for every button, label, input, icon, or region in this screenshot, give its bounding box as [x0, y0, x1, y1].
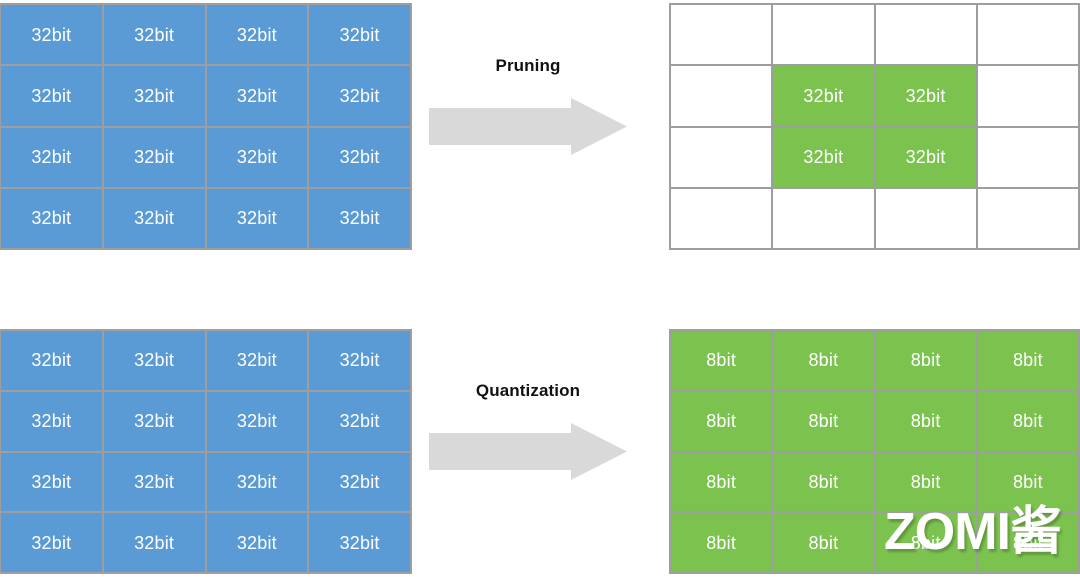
matrix-cell: 8bit [975, 511, 1080, 574]
matrix-cell: 32bit [204, 125, 310, 189]
quantization-flow: Quantization [413, 380, 643, 480]
matrix-cell [975, 3, 1080, 67]
matrix-cell: 32bit [204, 450, 310, 514]
matrix-cell: 8bit [669, 450, 774, 514]
matrix-cell: 32bit [0, 450, 104, 514]
matrix-cell [975, 186, 1080, 250]
matrix-cell [873, 3, 978, 67]
matrix-cell [873, 186, 978, 250]
matrix-cell: 8bit [873, 329, 978, 392]
matrix-cell: 32bit [307, 329, 412, 392]
matrix-cell: 32bit [0, 64, 104, 128]
matrix-cell: 8bit [771, 329, 876, 392]
matrix-cell: 8bit [771, 511, 876, 574]
matrix-cell: 8bit [669, 329, 774, 392]
matrix-cell: 32bit [0, 3, 104, 67]
matrix-cell: 32bit [204, 511, 310, 574]
matrix-cell: 8bit [669, 389, 774, 453]
matrix-cell [669, 64, 774, 128]
matrix-cell: 32bit [873, 125, 978, 189]
matrix-cell: 8bit [873, 450, 978, 514]
matrix-cell: 32bit [0, 186, 104, 250]
matrix-cell: 32bit [0, 329, 104, 392]
matrix-cell: 8bit [975, 450, 1080, 514]
matrix-cell: 32bit [204, 329, 310, 392]
matrix-cell: 32bit [101, 3, 207, 67]
matrix-cell: 32bit [204, 64, 310, 128]
matrix-cell: 32bit [101, 511, 207, 574]
matrix-cell: 32bit [307, 64, 412, 128]
matrix-cell: 8bit [873, 389, 978, 453]
matrix-cell: 32bit [0, 511, 104, 574]
matrix-cell [669, 3, 774, 67]
matrix-cell: 32bit [101, 186, 207, 250]
matrix-cell [975, 125, 1080, 189]
matrix-cell [975, 64, 1080, 128]
matrix-cell: 32bit [204, 3, 310, 67]
pruning-label: Pruning [495, 56, 561, 75]
matrix-cell: 8bit [873, 511, 978, 574]
matrix-cell: 8bit [771, 389, 876, 453]
matrix-cell: 32bit [307, 125, 412, 189]
matrix-cell [669, 186, 774, 250]
matrix-cell: 32bit [0, 125, 104, 189]
pruning-flow: Pruning [413, 55, 643, 155]
matrix-cell: 32bit [101, 450, 207, 514]
matrix-cell: 32bit [204, 389, 310, 453]
right-arrow-icon [429, 423, 627, 480]
matrix-cell: 8bit [975, 389, 1080, 453]
right-arrow-icon [429, 98, 627, 155]
matrix-cell [771, 186, 876, 250]
matrix-cell: 32bit [307, 511, 412, 574]
matrix-cell: 32bit [101, 125, 207, 189]
matrix-cell: 8bit [771, 450, 876, 514]
matrix-cell: 32bit [771, 64, 876, 128]
matrix-cell: 32bit [307, 450, 412, 514]
matrix-cell: 32bit [307, 389, 412, 453]
matrix-cell: 32bit [101, 329, 207, 392]
matrix-cell: 8bit [975, 329, 1080, 392]
matrix-cell: 32bit [771, 125, 876, 189]
matrix-cell [669, 125, 774, 189]
matrix-cell: 32bit [101, 64, 207, 128]
matrix-cell: 32bit [873, 64, 978, 128]
quantization-label: Quantization [475, 381, 581, 400]
matrix-cell: 8bit [669, 511, 774, 574]
matrix-cell: 32bit [0, 389, 104, 453]
matrix-cell: 32bit [307, 3, 412, 67]
matrix-cell: 32bit [307, 186, 412, 250]
matrix-cell: 32bit [204, 186, 310, 250]
matrix-cell: 32bit [101, 389, 207, 453]
matrix-cell [771, 3, 876, 67]
